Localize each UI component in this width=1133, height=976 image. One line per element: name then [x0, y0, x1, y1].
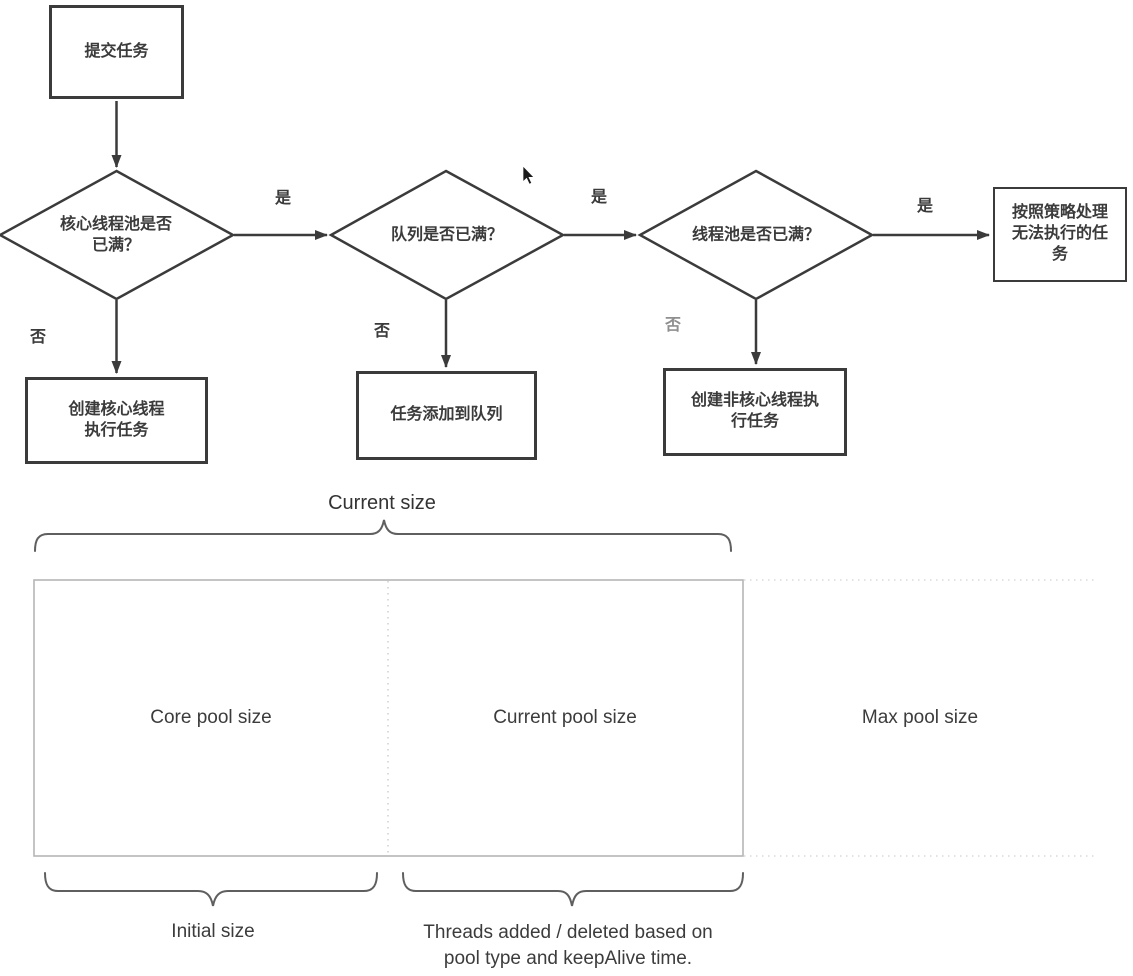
- current-size-label: Current size: [328, 492, 436, 514]
- threads-note-label: Threads added / deleted based on pool ty…: [423, 922, 713, 969]
- edge-label-no-1: 否: [29, 329, 47, 346]
- edge-label-no-2: 否: [373, 323, 391, 340]
- edge-label-yes-1: 是: [274, 190, 292, 207]
- pool-size-box: [33, 579, 744, 857]
- label-core-pool-full: 核心线程池是否 已满？: [59, 216, 173, 254]
- decision-thread-pool-full: [637, 169, 875, 301]
- mouse-cursor-icon: [522, 165, 535, 185]
- brace-threads-note: [402, 872, 744, 907]
- label-thread-pool-full: 线程池是否已满？: [691, 226, 821, 244]
- node-create-noncore-thread: 创建非核心线程执 行任务: [663, 368, 847, 456]
- core-pool-size-label: Core pool size: [150, 707, 272, 728]
- edge-label-no-3: 否: [664, 317, 682, 334]
- brace-current-size: [34, 519, 732, 552]
- brace-initial-size: [44, 872, 378, 907]
- node-reject-policy: 按照策略处理 无法执行的任 务: [993, 187, 1127, 282]
- edge-label-yes-2: 是: [590, 189, 608, 206]
- decision-queue-full: [328, 169, 566, 301]
- node-submit-task: 提交任务: [49, 5, 184, 99]
- current-pool-size-label: Current pool size: [493, 707, 637, 728]
- decision-core-pool-full: [0, 169, 236, 301]
- max-pool-size-label: Max pool size: [861, 707, 979, 728]
- initial-size-label: Initial size: [171, 921, 255, 942]
- node-add-task-to-queue: 任务添加到队列: [356, 371, 537, 460]
- label-queue-full: 队列是否已满？: [390, 226, 504, 244]
- node-create-core-thread: 创建核心线程 执行任务: [25, 377, 208, 464]
- flow-connectors: [111, 101, 990, 374]
- edge-label-yes-3: 是: [916, 198, 934, 215]
